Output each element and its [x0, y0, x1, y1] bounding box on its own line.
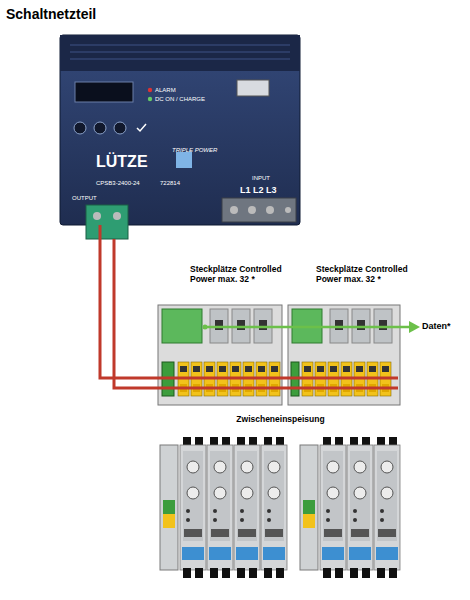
feed-module	[160, 445, 178, 570]
diagram-title: Schaltnetzteil	[6, 6, 96, 22]
feed-module	[374, 437, 400, 578]
vent-slots	[70, 45, 290, 59]
alarm-led	[148, 88, 152, 92]
terminal-block	[303, 514, 315, 528]
device-marking: TRIPLE POWER	[172, 147, 217, 154]
feed-module	[261, 437, 287, 578]
slot-contact	[237, 320, 245, 330]
slot-module: Steckplätze Controlled Power max. 32 *	[288, 305, 400, 405]
slot-contact	[335, 320, 343, 330]
earth-terminal	[163, 500, 175, 514]
button	[94, 122, 106, 134]
feed-module	[347, 437, 373, 578]
module-heading: Steckplätze Controlled Power max. 32 *	[190, 265, 290, 285]
device-marking: L1 L2 L3	[240, 185, 277, 195]
display	[75, 82, 133, 102]
earth-terminal	[303, 500, 315, 514]
data-label: Daten*	[422, 321, 451, 331]
supply-wire	[114, 239, 398, 388]
device-marking: 722814	[160, 180, 180, 187]
screw	[285, 207, 291, 213]
screw	[230, 206, 238, 214]
screw	[113, 212, 121, 220]
module-body	[158, 305, 282, 405]
supply-wire	[158, 377, 398, 380]
device-marking: ALARM	[155, 87, 176, 94]
feed-module	[234, 437, 260, 578]
slot-contact	[215, 320, 223, 330]
device-marking: CPSB3-2400-24	[96, 180, 140, 187]
feed-module	[300, 445, 318, 570]
button	[74, 122, 86, 134]
feed-module	[320, 437, 346, 578]
device-marking: DC ON / CHARGE	[155, 96, 205, 103]
device-marking: OUTPUT	[72, 195, 97, 202]
output-terminal	[86, 205, 128, 239]
module-body	[288, 305, 400, 405]
check-symbol	[137, 124, 146, 131]
feed-module	[180, 437, 206, 578]
slot-contact	[357, 320, 365, 330]
screw	[248, 206, 256, 214]
dc-led	[148, 97, 152, 101]
module-heading: Zwischeneinspeisung	[158, 415, 403, 425]
logo-square	[176, 152, 192, 168]
power-supply: ALARM DC ON / CHARGE TRIPLE POWER LÜTZE CPSB…	[60, 35, 300, 225]
controller-slot	[162, 309, 202, 343]
feed-module-group: Zwischeneinspeisung	[158, 432, 403, 580]
vent-area	[60, 35, 300, 71]
slot-contact	[259, 320, 267, 330]
screw	[93, 212, 101, 220]
screw	[266, 206, 274, 214]
terminal-block	[163, 514, 175, 528]
feed-module	[207, 437, 233, 578]
data-line	[205, 326, 410, 329]
supply-wire	[282, 377, 288, 380]
power-supply-body	[60, 35, 300, 225]
data-arrowhead	[409, 321, 420, 333]
supply-wire	[100, 225, 158, 378]
slot-module: Steckplätze Controlled Power max. 32 *	[158, 305, 282, 405]
button	[114, 122, 126, 134]
data-origin	[203, 325, 208, 330]
module-heading: Steckplätze Controlled Power max. 32 *	[316, 265, 416, 285]
communication-port	[237, 80, 269, 96]
device-marking: LÜTZE	[96, 153, 148, 171]
slot-contact	[379, 320, 387, 330]
input-terminal	[222, 198, 296, 222]
device-marking: INPUT	[252, 175, 270, 182]
